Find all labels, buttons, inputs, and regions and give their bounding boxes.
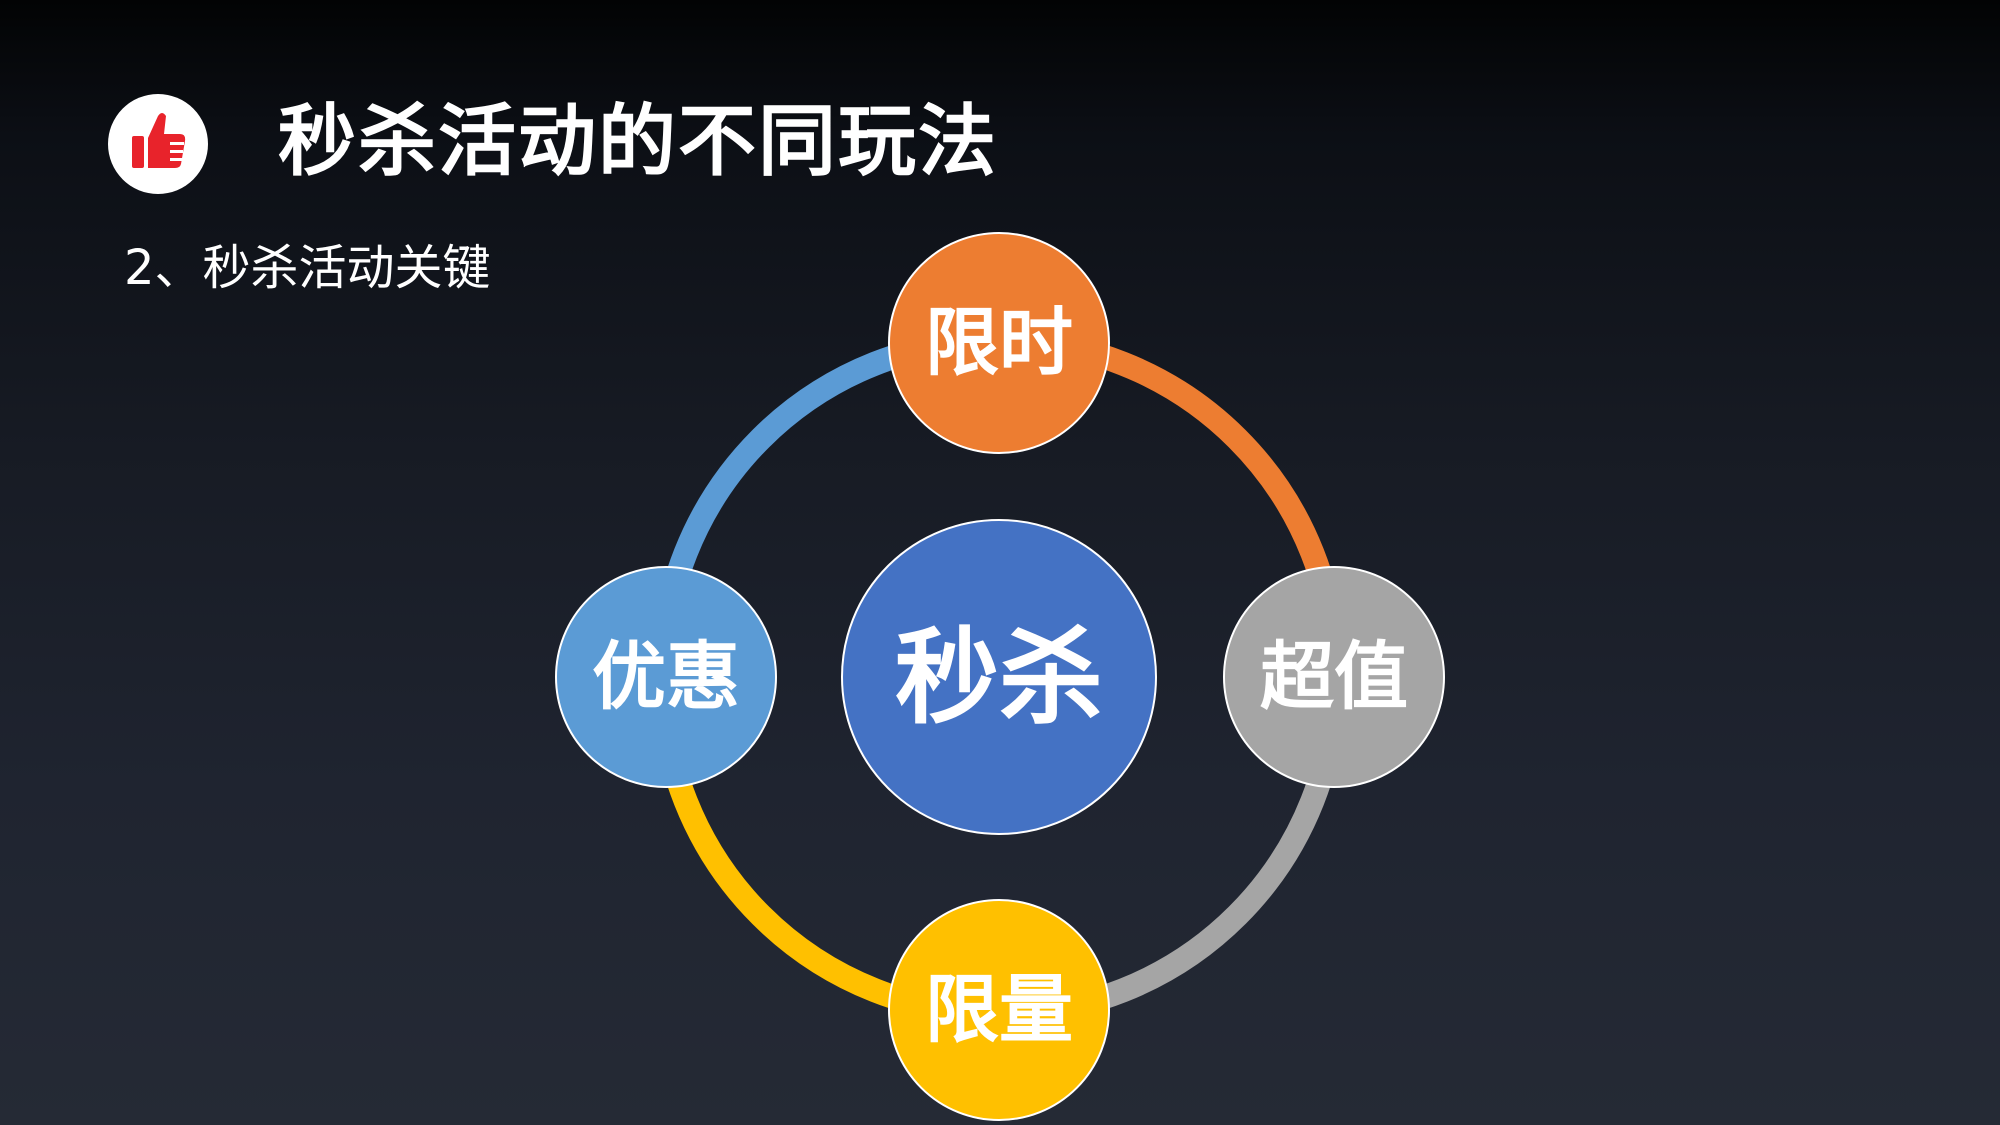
logo-badge xyxy=(108,94,208,194)
center-node-label: 秒杀 xyxy=(895,616,1103,739)
node-left: 优惠 xyxy=(555,566,777,788)
thumbs-up-icon xyxy=(132,113,186,168)
node-right-label: 超值 xyxy=(1260,634,1408,720)
node-right: 超值 xyxy=(1223,566,1445,788)
page-title: 秒杀活动的不同玩法 xyxy=(278,97,999,187)
node-bottom-label: 限量 xyxy=(925,967,1073,1053)
node-top-label: 限时 xyxy=(925,300,1073,386)
node-top: 限时 xyxy=(888,232,1110,454)
node-bottom: 限量 xyxy=(888,899,1110,1121)
center-node: 秒杀 xyxy=(841,519,1157,835)
section-subtitle: 2、秒杀活动关键 xyxy=(124,240,491,296)
node-left-label: 优惠 xyxy=(592,634,740,720)
